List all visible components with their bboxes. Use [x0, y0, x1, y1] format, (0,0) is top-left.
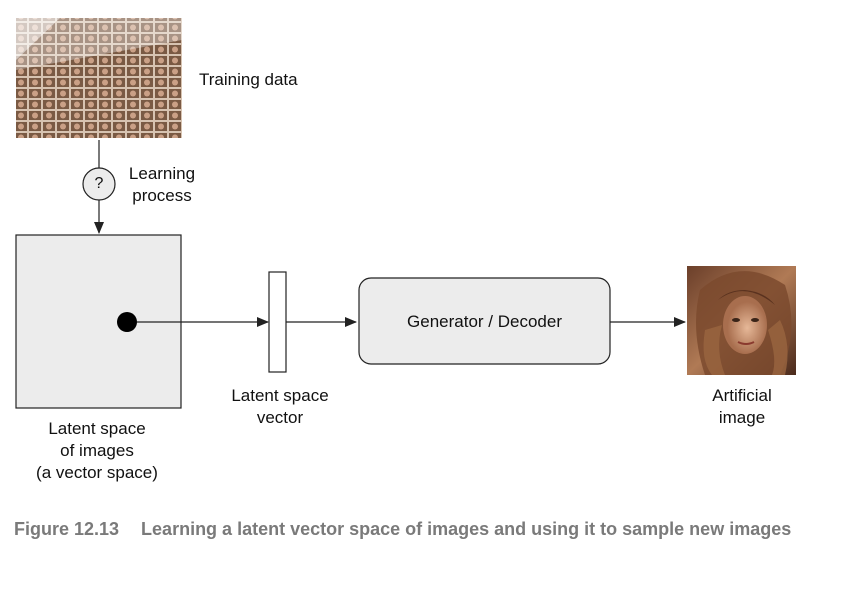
generator-label: Generator / Decoder [407, 312, 562, 331]
training-data-label: Training data [199, 70, 298, 89]
training-data-image [16, 18, 182, 138]
diagram-canvas [15, 18, 796, 409]
learning-process-symbol: ? [94, 175, 104, 192]
latent-vector-line-1: Latent space [231, 386, 329, 405]
generator-box [358, 277, 611, 365]
artificial-image-line-2: image [718, 408, 766, 427]
latent-space-line-1: Latent space [48, 419, 146, 438]
latent-vector-bar [268, 271, 287, 373]
learning-process-label: Learning process [115, 163, 209, 207]
latent-point [117, 312, 137, 332]
latent-vector-line-2: vector [256, 408, 304, 427]
artificial-image [687, 266, 796, 375]
latent-space-line-3: (a vector space) [36, 463, 158, 482]
latent-vector-label: Latent space vector [215, 385, 345, 429]
latent-space-line-2: of images [60, 441, 134, 460]
artificial-image-label: Artificial image [686, 385, 798, 429]
learning-process-line-2: process [132, 186, 192, 205]
figure-caption: Figure 12.13 Learning a latent vector spa… [14, 515, 814, 543]
figure-caption-text: Learning a latent vector space of images… [141, 519, 792, 539]
latent-space-label: Latent space of images (a vector space) [22, 418, 172, 484]
learning-process-line-1: Learning [128, 164, 196, 183]
figure-number: Figure 12.13 [14, 519, 120, 539]
artificial-image-line-1: Artificial [712, 386, 772, 405]
